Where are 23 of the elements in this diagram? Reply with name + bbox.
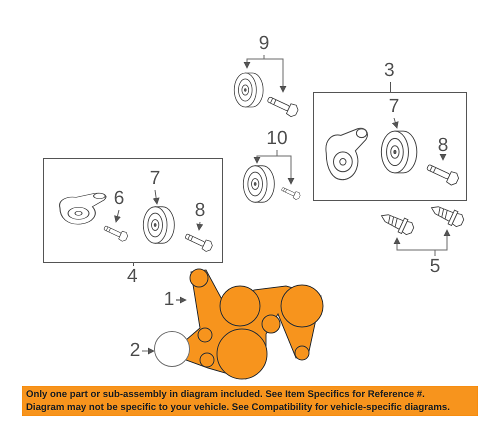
note-text: Only one part or sub-assembly in diagram included. See Item Specifics for Reference #.: [26, 388, 426, 401]
callout-number: 7: [147, 168, 163, 190]
leader-line: [440, 154, 446, 161]
callout-number: 7: [386, 96, 402, 118]
callout-number: 6: [111, 188, 127, 210]
callout-number: 1: [162, 289, 176, 311]
callout-number: 2: [128, 340, 142, 362]
callout-number: 8: [192, 200, 208, 222]
leader-line: [152, 190, 160, 205]
leader-line: [434, 229, 450, 256]
leader-line: [392, 118, 399, 129]
leader-line: [276, 150, 294, 185]
leader-line: [142, 348, 155, 354]
callout-number: 8: [435, 135, 451, 157]
leader-line: [196, 222, 204, 231]
callout-number: 9: [256, 33, 272, 55]
callout-number: 4: [126, 266, 139, 288]
note-text: Diagram may not be specific to your vehicle. See Compatibility for vehicle-specific diagrams.: [26, 401, 451, 414]
callout-number: 3: [383, 60, 396, 82]
callout-number: 5: [427, 256, 443, 278]
callout-number: 10: [264, 128, 290, 150]
leader-line: [176, 296, 187, 304]
leader-line: [114, 210, 121, 223]
